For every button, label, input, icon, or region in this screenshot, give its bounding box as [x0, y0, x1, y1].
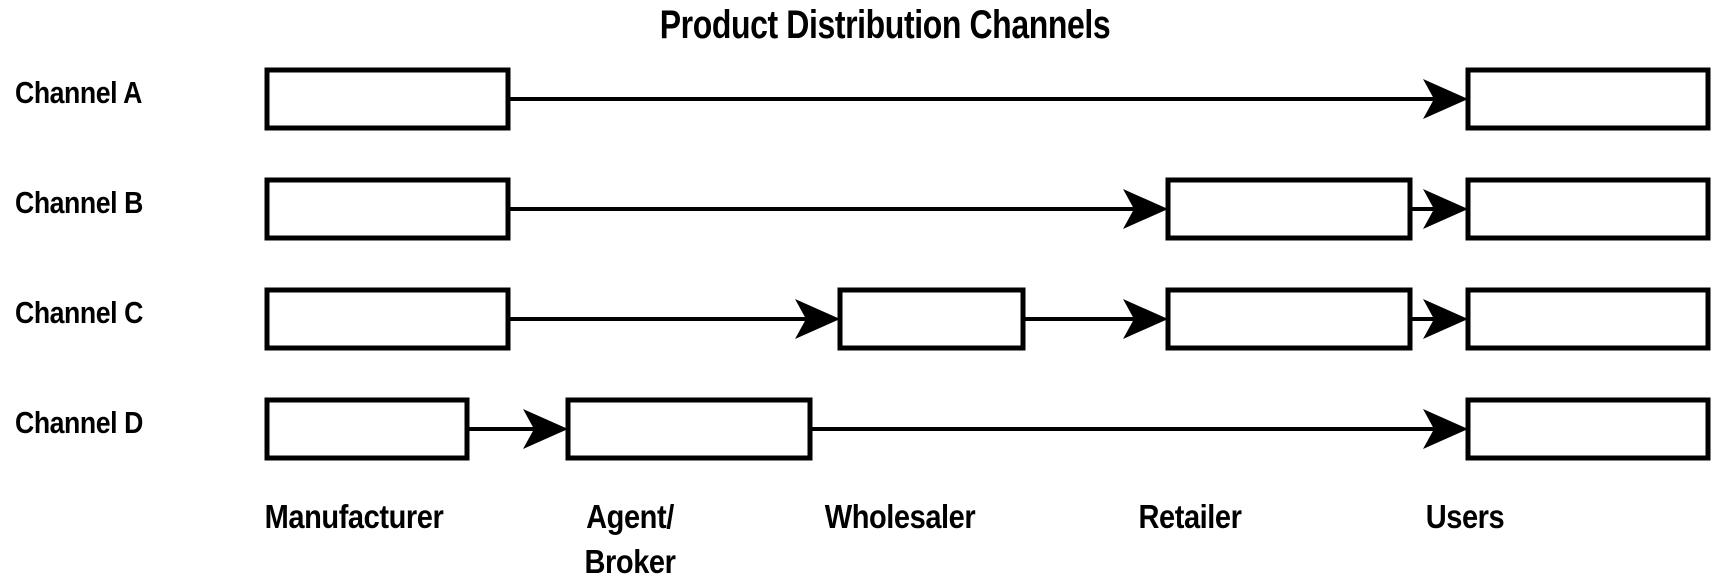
channel-d-arrowhead-1 — [523, 409, 568, 449]
channel-c-arrowhead-1 — [795, 299, 840, 339]
channel-c-node-wholesaler[interactable] — [837, 287, 1026, 351]
column-label-retailer: Retailer — [1138, 498, 1241, 535]
column-label-users: Users — [1426, 498, 1505, 535]
channel-a-node-manufacturer[interactable] — [264, 67, 511, 131]
row-label-channel-d: Channel D — [15, 406, 143, 440]
column-label-wholesaler: Wholesaler — [825, 498, 976, 535]
page-title: Product Distribution Channels — [660, 2, 1111, 47]
column-label-agent-broker-line2: Broker — [585, 543, 676, 580]
column-label-manufacturer: Manufacturer — [265, 498, 444, 535]
channel-b-arrowhead-1 — [1123, 189, 1168, 229]
channel-b-flow — [264, 177, 1711, 241]
column-label-agent-broker-line1: Agent/ — [586, 498, 674, 535]
channel-c-arrowhead-3 — [1423, 299, 1468, 339]
channel-a-flow — [264, 67, 1711, 131]
channel-c-node-manufacturer[interactable] — [264, 287, 511, 351]
channel-b-node-users[interactable] — [1465, 177, 1711, 241]
channel-d-arrowhead-2 — [1423, 409, 1468, 449]
channel-a-node-users[interactable] — [1465, 67, 1711, 131]
channel-d-node-users[interactable] — [1465, 397, 1711, 461]
row-label-channel-b: Channel B — [15, 186, 143, 220]
row-label-channel-c: Channel C — [15, 296, 143, 330]
channel-a-arrowhead-1 — [1423, 79, 1468, 119]
channel-c-arrowhead-2 — [1123, 299, 1168, 339]
channel-b-node-manufacturer[interactable] — [264, 177, 511, 241]
row-label-channel-a: Channel A — [15, 76, 142, 110]
channel-d-flow — [264, 397, 1711, 461]
channel-c-node-users[interactable] — [1465, 287, 1711, 351]
channel-d-node-manufacturer[interactable] — [264, 397, 470, 461]
channel-b-node-retailer[interactable] — [1165, 177, 1413, 241]
channel-c-node-retailer[interactable] — [1165, 287, 1413, 351]
channel-d-node-agent-broker[interactable] — [565, 397, 813, 461]
channel-b-arrowhead-2 — [1423, 189, 1468, 229]
channel-c-flow — [264, 287, 1711, 351]
